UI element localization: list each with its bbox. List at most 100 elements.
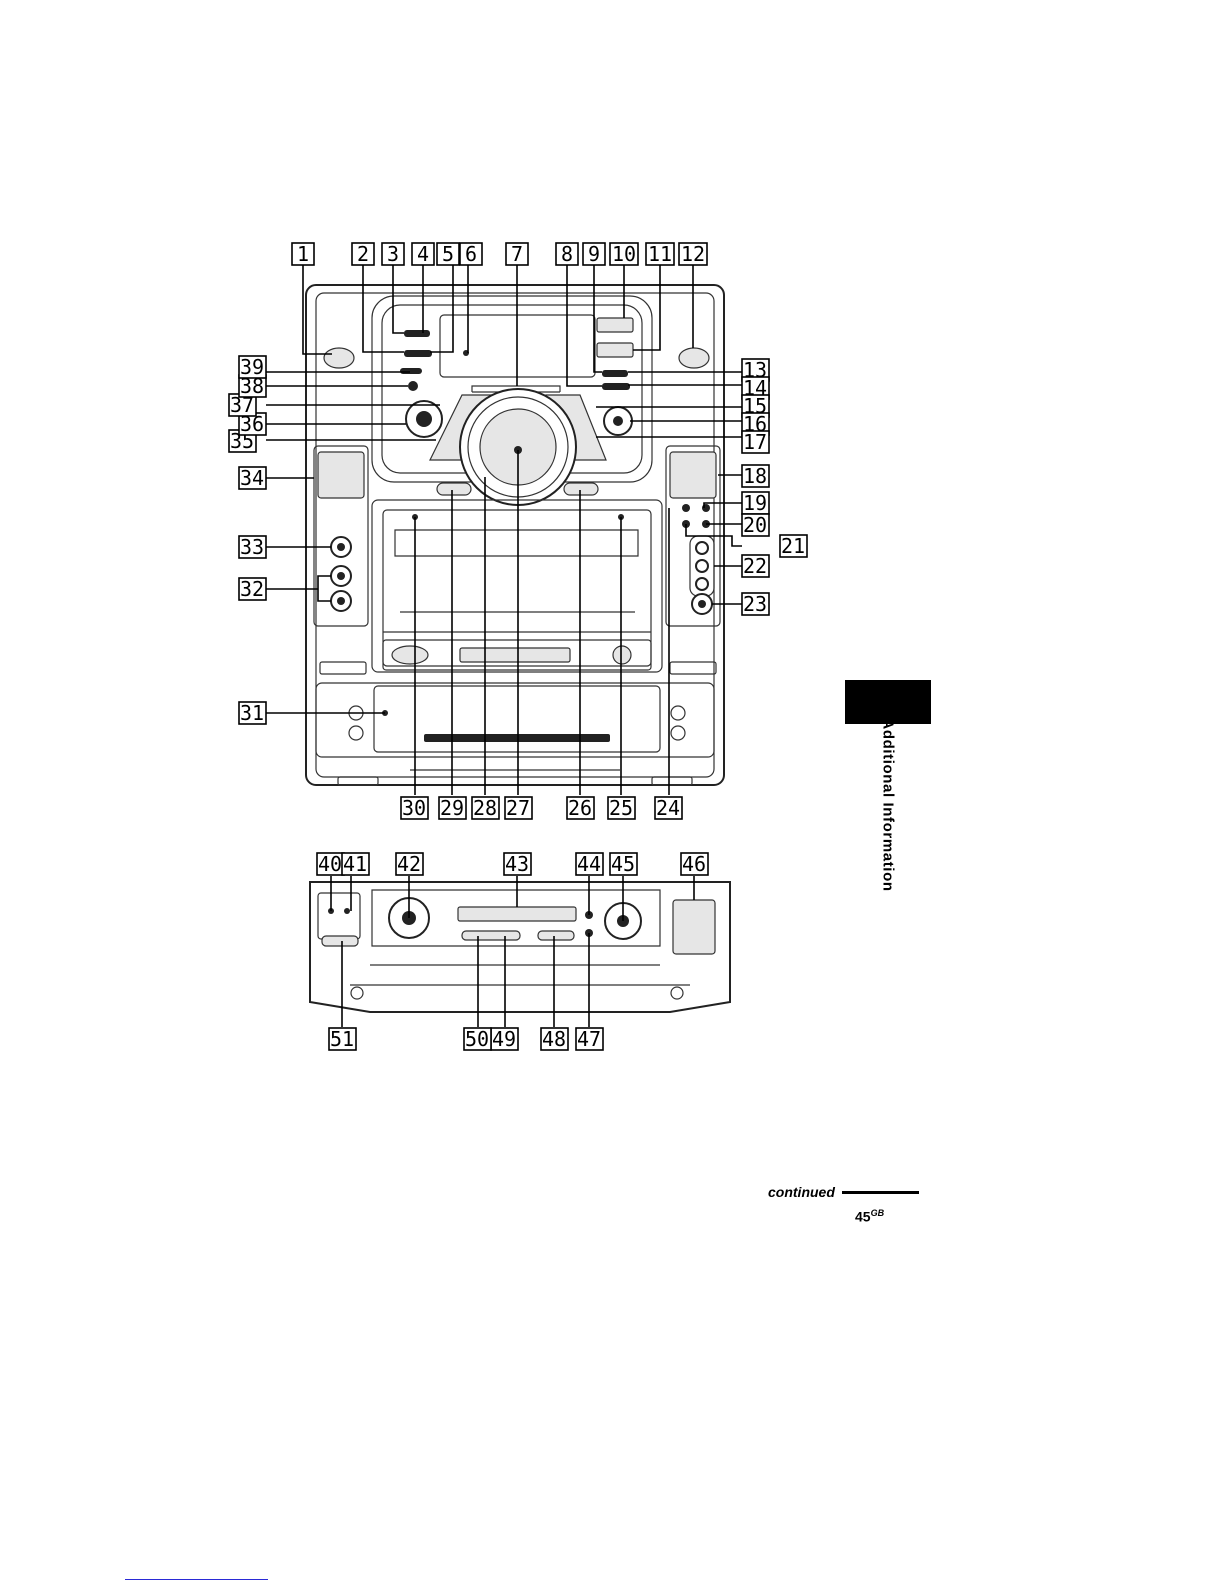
callout-31: 31 — [239, 701, 266, 725]
svg-text:23: 23 — [743, 592, 767, 616]
svg-text:48: 48 — [542, 1027, 566, 1051]
svg-text:30: 30 — [402, 796, 426, 820]
svg-text:17: 17 — [743, 430, 767, 454]
svg-text:43: 43 — [505, 852, 529, 876]
callout-29: 29 — [439, 796, 466, 820]
callout-50: 50 — [464, 1027, 491, 1051]
svg-text:32: 32 — [240, 577, 264, 601]
svg-text:34: 34 — [240, 466, 264, 490]
svg-text:44: 44 — [577, 852, 601, 876]
left-power-knob — [324, 348, 354, 368]
callout-39: 39 — [239, 355, 266, 379]
svg-text:45: 45 — [611, 852, 635, 876]
continued-rule — [842, 1191, 919, 1194]
right-knob — [679, 348, 709, 368]
svg-text:21: 21 — [781, 534, 805, 558]
svg-text:20: 20 — [743, 513, 767, 537]
svg-text:19: 19 — [743, 491, 767, 515]
callout-8: 8 — [556, 242, 578, 266]
callout-21: 21 — [780, 534, 807, 558]
callout-2: 2 — [352, 242, 374, 266]
section-label: Additional Information — [880, 675, 897, 935]
callout-4: 4 — [412, 242, 434, 266]
callout-6: 6 — [460, 242, 482, 266]
svg-text:24: 24 — [656, 796, 680, 820]
callout-47: 47 — [576, 1027, 603, 1051]
svg-text:51: 51 — [330, 1027, 354, 1051]
svg-text:5: 5 — [442, 242, 454, 266]
svg-text:2: 2 — [357, 242, 369, 266]
callout-19: 19 — [742, 491, 769, 515]
svg-text:29: 29 — [440, 796, 464, 820]
svg-text:10: 10 — [612, 242, 636, 266]
callout-25: 25 — [608, 796, 635, 820]
callout-28: 28 — [472, 796, 499, 820]
callout-12: 12 — [679, 242, 707, 266]
footer-link-underline[interactable] — [125, 1579, 268, 1580]
callout-27: 27 — [505, 796, 532, 820]
sub-unit-body — [310, 882, 730, 1012]
svg-text:12: 12 — [681, 242, 705, 266]
svg-text:39: 39 — [240, 355, 264, 379]
svg-text:27: 27 — [506, 796, 530, 820]
page-number-suffix: GB — [871, 1208, 885, 1218]
svg-text:8: 8 — [561, 242, 573, 266]
svg-text:41: 41 — [343, 852, 367, 876]
callout-30: 30 — [401, 796, 428, 820]
callout-49: 49 — [491, 1027, 518, 1051]
svg-text:50: 50 — [465, 1027, 489, 1051]
svg-text:18: 18 — [743, 464, 767, 488]
svg-text:7: 7 — [511, 242, 523, 266]
sub-unit-illustration — [310, 882, 730, 1012]
svg-text:46: 46 — [682, 852, 706, 876]
callout-51: 51 — [329, 1027, 356, 1051]
callout-45: 45 — [610, 852, 637, 876]
svg-text:3: 3 — [387, 242, 399, 266]
callout-3: 3 — [382, 242, 404, 266]
svg-text:1: 1 — [297, 242, 309, 266]
page-number-value: 45 — [855, 1209, 871, 1225]
svg-text:49: 49 — [492, 1027, 516, 1051]
callout-11: 11 — [646, 242, 674, 266]
svg-text:26: 26 — [568, 796, 592, 820]
callout-43: 43 — [504, 852, 531, 876]
callout-40: 40 — [317, 852, 344, 876]
svg-text:11: 11 — [648, 242, 672, 266]
callout-17: 17 — [742, 430, 769, 454]
callout-1: 1 — [292, 242, 314, 266]
svg-text:40: 40 — [318, 852, 342, 876]
svg-text:22: 22 — [743, 554, 767, 578]
callout-33: 33 — [239, 535, 266, 559]
callout-7: 7 — [506, 242, 528, 266]
callout-24: 24 — [655, 796, 682, 820]
callout-9: 9 — [583, 242, 605, 266]
callout-23: 23 — [742, 592, 769, 616]
callout-20: 20 — [742, 513, 769, 537]
svg-text:4: 4 — [417, 242, 429, 266]
callout-5: 5 — [437, 242, 459, 266]
callout-48: 48 — [541, 1027, 568, 1051]
callout-42: 42 — [396, 852, 423, 876]
svg-text:47: 47 — [577, 1027, 601, 1051]
svg-text:31: 31 — [240, 701, 264, 725]
main-unit-body — [306, 285, 724, 785]
main-unit-illustration — [306, 285, 724, 785]
callout-18: 18 — [742, 464, 769, 488]
svg-text:6: 6 — [465, 242, 477, 266]
page-number: 45GB — [855, 1208, 884, 1225]
svg-text:28: 28 — [473, 796, 497, 820]
callout-10: 10 — [610, 242, 638, 266]
svg-text:33: 33 — [240, 535, 264, 559]
callout-44: 44 — [576, 852, 603, 876]
svg-text:9: 9 — [588, 242, 600, 266]
callout-46: 46 — [681, 852, 708, 876]
callout-22: 22 — [742, 554, 769, 578]
continued-label: continued — [768, 1184, 835, 1200]
svg-text:42: 42 — [397, 852, 421, 876]
svg-text:25: 25 — [609, 796, 633, 820]
callout-41: 41 — [342, 852, 369, 876]
callout-26: 26 — [567, 796, 594, 820]
callout-32: 32 — [239, 577, 266, 601]
callout-34: 34 — [239, 466, 266, 490]
